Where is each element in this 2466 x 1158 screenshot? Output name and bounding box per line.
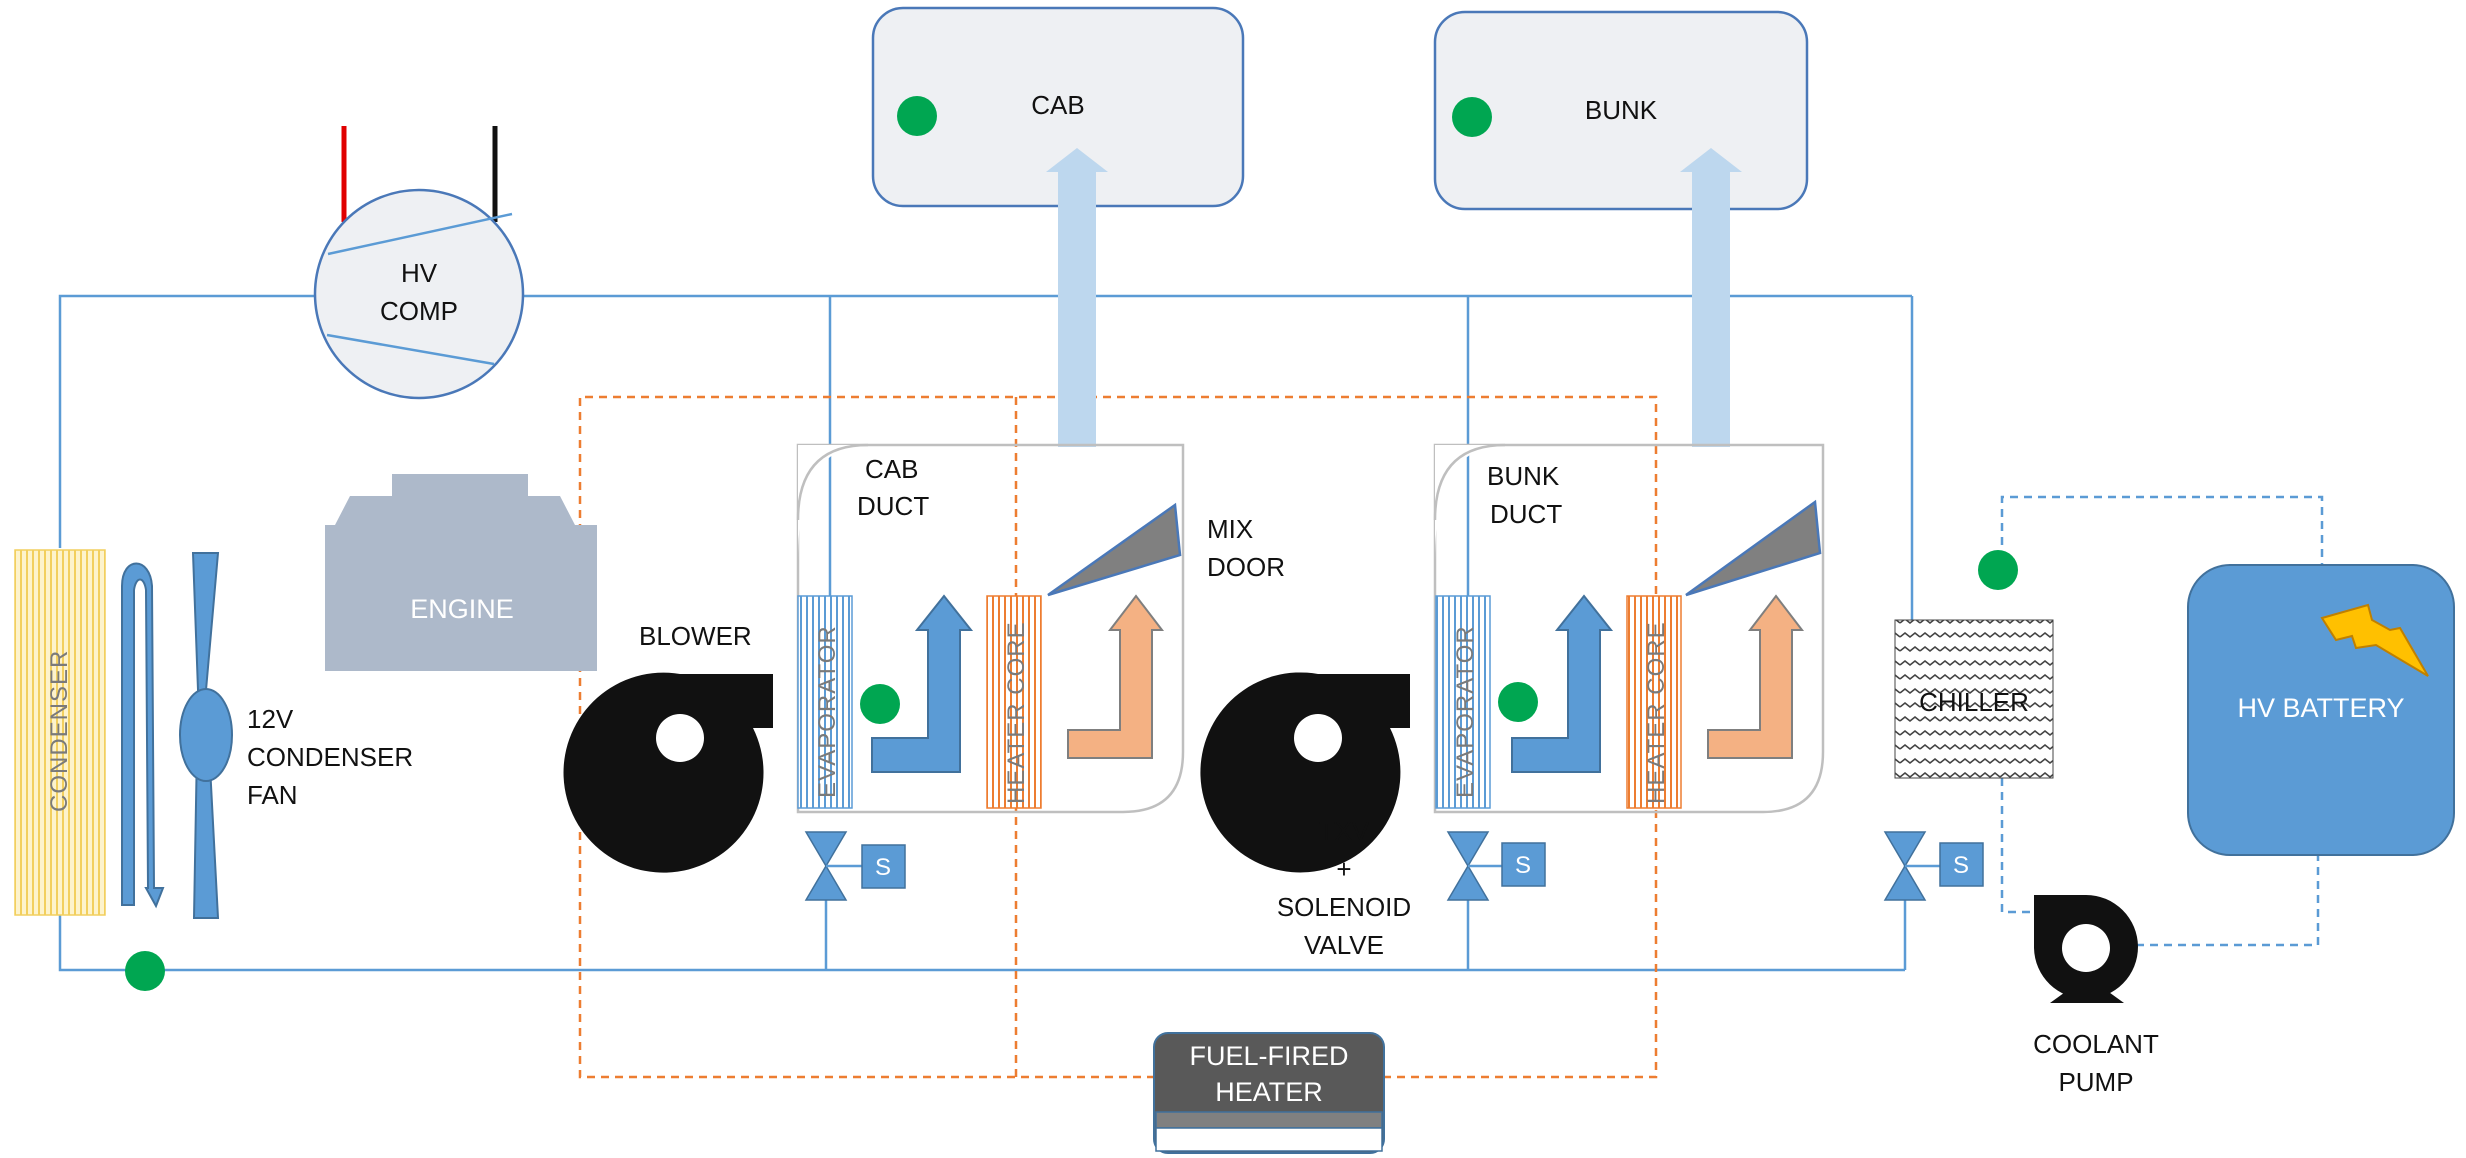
mix-door-label-2: DOOR [1207,552,1285,582]
cab-evaporator [797,595,853,809]
bunk-heater-core-label: HEATER CORE [1643,621,1670,804]
cab-heater-core-label: HEATER CORE [1003,621,1030,804]
chiller-solenoid-label: S [1953,852,1969,879]
chiller-txv-valve-icon: S [1883,831,1984,901]
condenser-sensor-dot [125,951,165,991]
cab-duct-label-2: DUCT [857,491,929,521]
sensor-dots [125,96,2018,991]
svg-text:+: + [1336,854,1351,884]
condenser-fan: 12V CONDENSER FAN [121,552,413,919]
bunk-mix-door [1685,499,1822,597]
fuel-heater-label-1: FUEL-FIRED [1189,1041,1348,1071]
svg-text:VALVE: VALVE [1304,930,1384,960]
hv-battery-label: HV BATTERY [2237,693,2404,723]
fuel-fired-heater: FUEL-FIRED HEATER [1153,1032,1385,1154]
condenser: CONDENSER [14,549,106,916]
condenser-label: CONDENSER [46,650,73,812]
cab-warm-air-arrow [1067,594,1165,759]
cab-cold-air-arrow [871,594,974,773]
bunk-duct: BUNK DUCT EVAPORATOR HEATER CORE [1433,443,1825,814]
mix-door-label-1: MIX [1207,514,1253,544]
bunk-evap-sensor-dot [1498,682,1538,722]
cab-mix-door [1047,502,1182,597]
hv-comp-label-1: HV [401,258,438,288]
hv-compressor: HV COMP [313,126,525,400]
cab-duct-label-1: CAB [865,454,918,484]
fan-label-2: CONDENSER [247,742,413,772]
bunk-heater-core [1626,595,1682,809]
svg-text:SOLENOID: SOLENOID [1277,892,1411,922]
cab-heater-core [986,595,1042,809]
bunk-evaporator [1435,595,1491,809]
cab-sensor-dot [897,96,937,136]
hv-comp-label-2: COMP [380,296,458,326]
cab-label: CAB [1031,90,1084,120]
cab-supply-air-arrow [1046,148,1108,447]
bunk-warm-air-arrow [1707,594,1805,759]
bunk-solenoid-label: S [1515,852,1531,879]
bunk-duct-label-1: BUNK [1487,461,1560,491]
cab-evaporator-label: EVAPORATOR [814,625,841,798]
blower-label: BLOWER [639,621,752,651]
cab-evap-sensor-dot [860,684,900,724]
bunk-txv-valve-icon: S [1446,831,1546,901]
fan-label-1: 12V [247,704,294,734]
txv-label: TXV + SOLENOID VALVE [1277,816,1411,960]
chiller-label: CHILLER [1919,687,2029,717]
coolant-sensor-dot [1978,550,2018,590]
lightning-icon [2320,603,2429,677]
bunk-cold-air-arrow [1511,594,1614,773]
fan-label-3: FAN [247,780,298,810]
bunk-label: BUNK [1585,95,1658,125]
bunk-evaporator-label: EVAPORATOR [1452,625,1479,798]
cab-solenoid-label: S [875,854,891,881]
fuel-heater-label-2: HEATER [1215,1077,1323,1107]
cab-zone: CAB [871,6,1245,208]
battery-coolant-loop [2000,495,2324,947]
bunk-supply-air-arrow [1680,148,1742,447]
coolant-pump-icon [2034,895,2138,1003]
cab-blower-icon [563,672,773,873]
bunk-blower-icon [1200,672,1410,873]
cab-duct: CAB DUCT EVAPORATOR HEATER CORE [796,443,1185,814]
cab-txv-valve-icon: S [804,831,906,901]
bunk-sensor-dot [1452,97,1492,137]
coolant-pump-label-2: PUMP [2058,1067,2133,1097]
hv-battery: HV BATTERY [2187,564,2455,856]
svg-text:TXV: TXV [1319,816,1370,846]
coolant-pump-label-1: COOLANT [2033,1029,2159,1059]
chiller: CHILLER [1894,619,2054,779]
engine-label: ENGINE [410,594,514,624]
bunk-duct-label-2: DUCT [1490,499,1562,529]
engine: ENGINE [325,474,597,671]
